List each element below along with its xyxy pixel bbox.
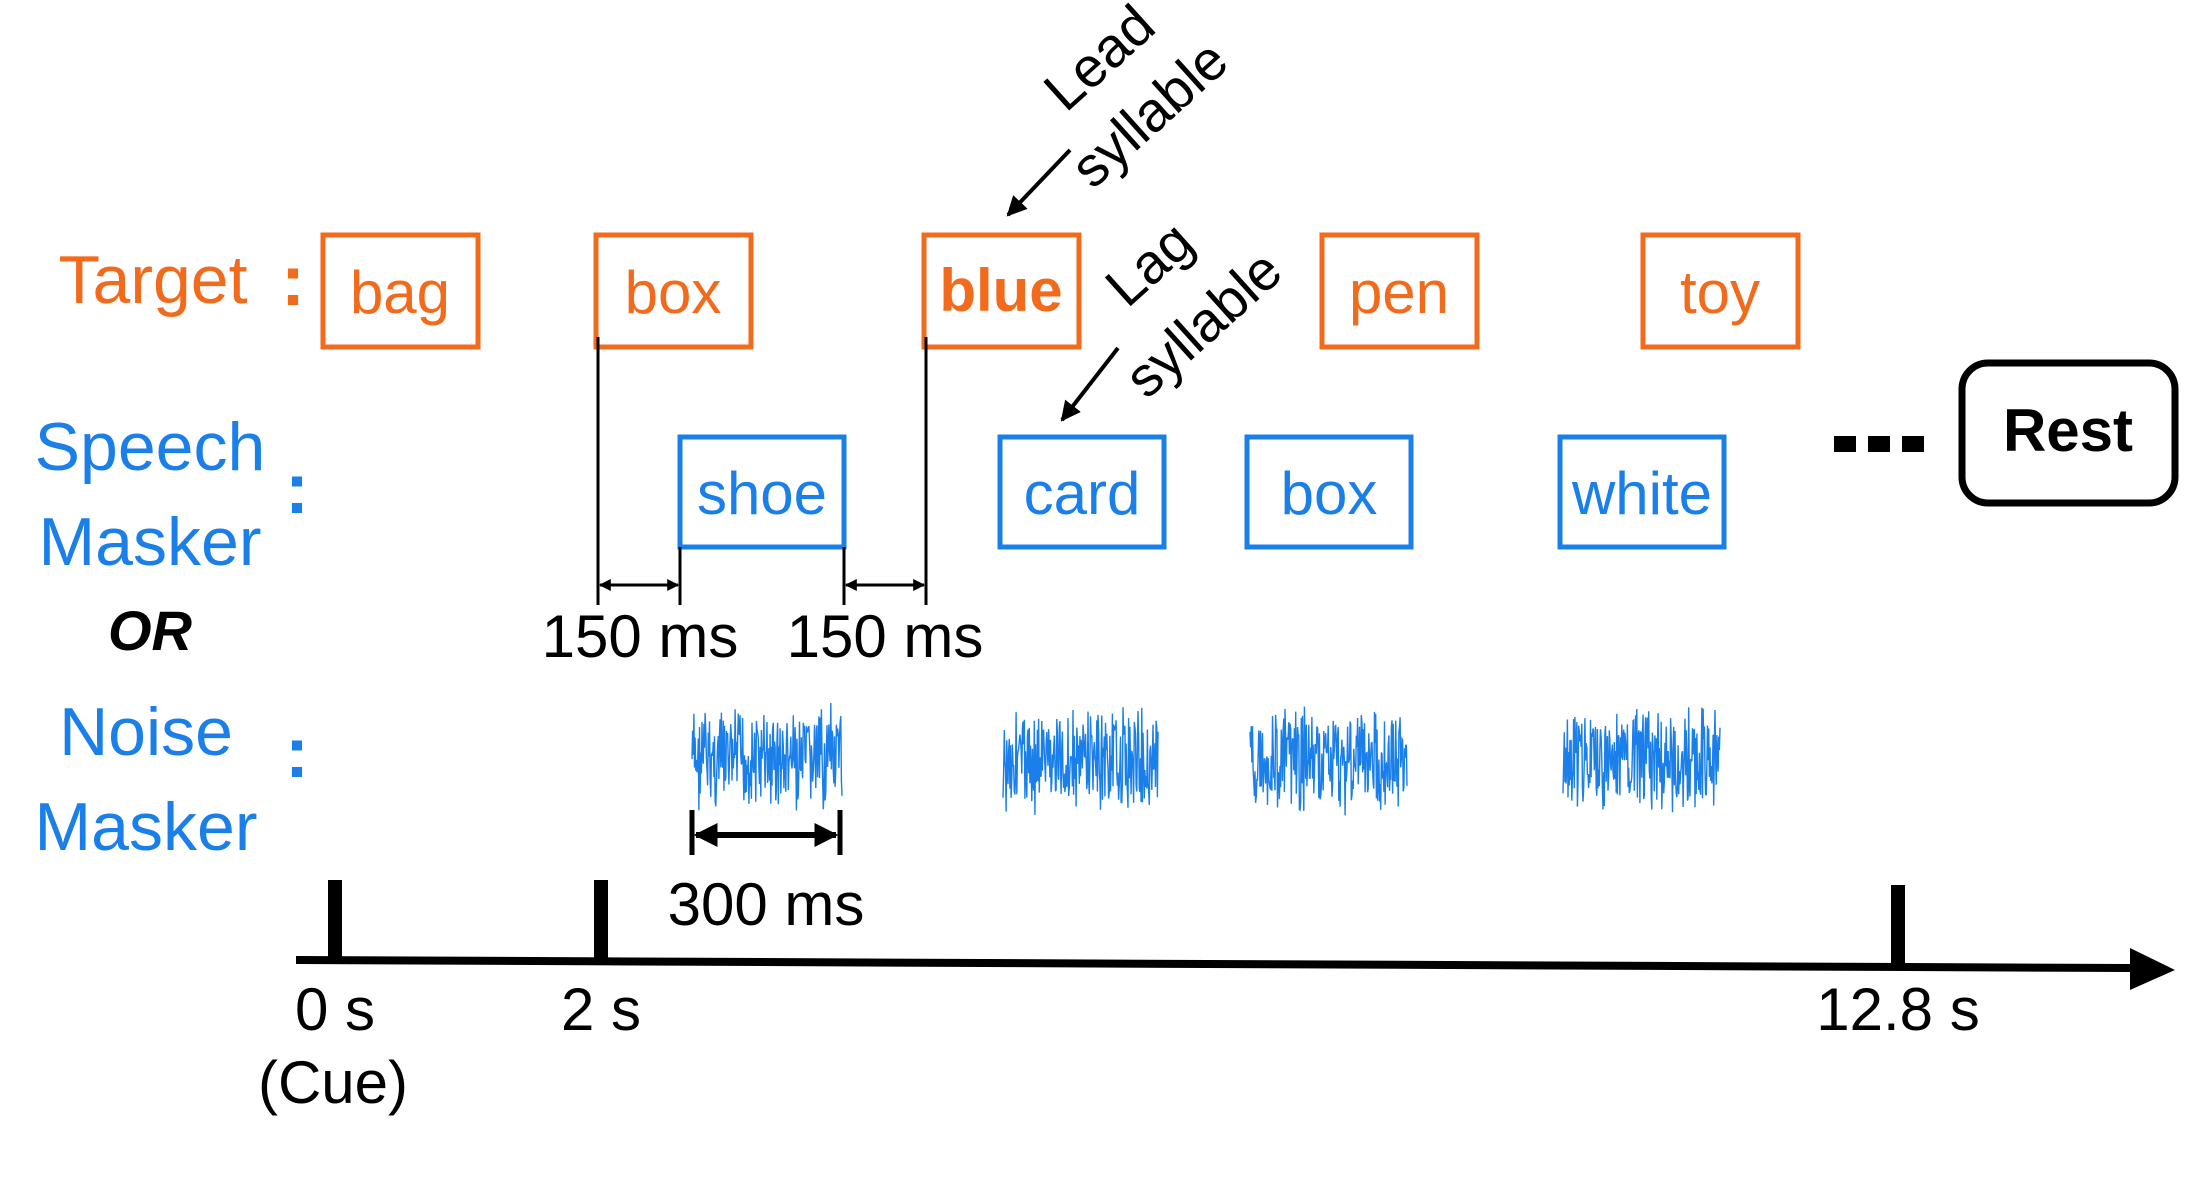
target-word-boxes: bag box blue pen toy: [320, 232, 1801, 350]
ellipsis-dot-1: [1834, 436, 1856, 452]
masker-word-4: white: [1571, 460, 1712, 527]
gap-label-2: 150 ms: [787, 603, 984, 670]
noise-waveform-icon-2: [1002, 707, 1159, 815]
rest-label: Rest: [2003, 397, 2133, 464]
speech-masker-label-line1: Speech: [35, 409, 266, 485]
gap-label-1: 150 ms: [542, 603, 739, 670]
speech-masker-separator: :: [285, 449, 309, 529]
masker-word-1: shoe: [697, 460, 827, 527]
target-word-5: toy: [1680, 259, 1760, 326]
lag-syllable-annotation: Lag syllable: [1060, 209, 1293, 422]
ellipsis: [1834, 436, 1924, 452]
target-box-5: [1640, 232, 1801, 350]
time-axis-line: [295, 956, 2131, 972]
noise-masker-separator: :: [285, 713, 309, 793]
tick-0s-label: 0 s: [295, 976, 375, 1043]
noise-waveform-icon-1: [691, 702, 843, 811]
target-box-1: [320, 232, 481, 350]
lead-syllable-annotation: Lead syllable: [1006, 0, 1239, 217]
target-row-label: Target: [59, 242, 248, 318]
lead-arrow-icon: [1006, 148, 1072, 217]
target-row-separator: :: [281, 241, 305, 321]
target-word-1: bag: [350, 259, 450, 326]
target-word-2: box: [625, 259, 722, 326]
or-label: OR: [108, 599, 193, 662]
noise-masker-label-line1: Noise: [59, 694, 233, 770]
tick-2s-label: 2 s: [561, 976, 641, 1043]
noise-duration-label: 300 ms: [668, 871, 865, 938]
ellipsis-dot-2: [1868, 436, 1890, 452]
masker-word-2-lag: card: [1024, 460, 1141, 527]
lag-arrow-icon: [1060, 346, 1120, 422]
tick-0s: [328, 880, 342, 962]
noise-masker-label-line2: Masker: [35, 789, 258, 865]
speech-masker-label-line2: Masker: [39, 504, 262, 580]
noise-waveform-icon-3: [1249, 706, 1408, 816]
time-axis-arrowhead: [2130, 948, 2175, 990]
target-box-2: [593, 232, 754, 350]
target-word-4: pen: [1349, 259, 1449, 326]
target-box-4: [1319, 232, 1480, 350]
tick-12-8s-label: 12.8 s: [1816, 976, 1979, 1043]
masker-box-4: [1557, 434, 1727, 550]
target-box-3-lead: [921, 232, 1082, 350]
tick-12-8s: [1891, 885, 1905, 967]
tick-0s-sublabel: (Cue): [258, 1049, 408, 1116]
tick-2s: [594, 880, 608, 962]
masker-word-3: box: [1281, 460, 1378, 527]
rest-box: [1958, 359, 2179, 507]
noise-waveform-icon-4: [1562, 707, 1721, 813]
noise-bursts: [691, 702, 1721, 816]
time-axis: 0 s (Cue) 2 s 12.8 s: [258, 880, 2175, 1116]
masker-word-boxes: shoe card box white: [677, 434, 1727, 550]
masker-box-1: [677, 434, 847, 550]
target-word-3-lead: blue: [939, 257, 1062, 324]
masker-box-3: [1244, 434, 1414, 550]
ellipsis-dot-3: [1902, 436, 1924, 452]
masker-box-2-lag: [997, 434, 1167, 550]
